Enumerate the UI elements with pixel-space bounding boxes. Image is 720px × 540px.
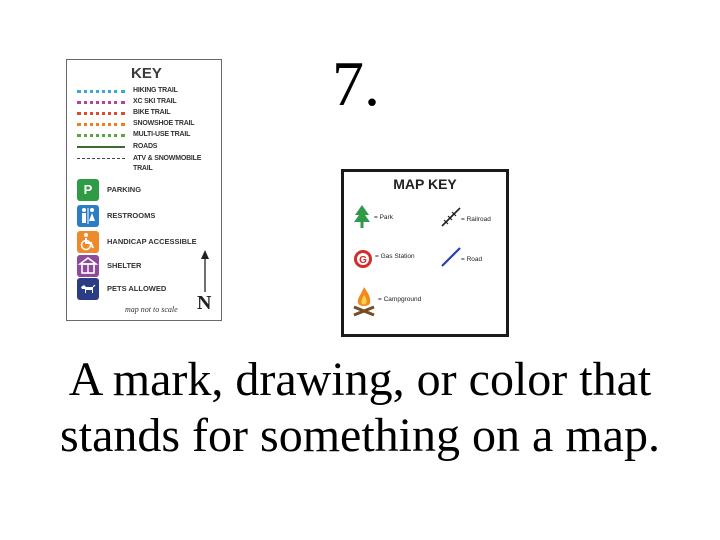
map-key-label: = Road: [461, 256, 483, 263]
scale-note: map not to scale: [125, 305, 178, 314]
legend-atv-snowmobile-trail: ATV & SNOWMOBILE TRAIL: [77, 154, 217, 174]
map-key-label: = Gas Station: [375, 253, 415, 260]
map-key-road: = Road: [441, 247, 482, 272]
legend-roads: ROADS: [77, 142, 217, 152]
legend-title: KEY: [131, 65, 162, 82]
map-key-label: = Railroad: [461, 216, 491, 223]
legend-xc-ski-trail: XC SKI TRAIL: [77, 97, 217, 107]
legend-label: HIKING TRAIL: [133, 87, 178, 94]
atv-trail-line: [77, 158, 125, 159]
campfire-icon: [353, 287, 375, 317]
legend-label: SNOWSHOE TRAIL: [133, 120, 195, 127]
trail-legend-card: KEY HIKING TRAIL XC SKI TRAIL BIKE TRAIL…: [66, 59, 222, 321]
legend-label: XC SKI TRAIL: [133, 98, 177, 105]
gas-station-icon: G: [354, 250, 372, 268]
roads-line: [77, 146, 125, 148]
multi-use-trail-line: [77, 134, 125, 137]
railroad-icon: [441, 207, 461, 227]
wheelchair-icon: [77, 231, 99, 253]
legend-label: PARKING: [107, 185, 142, 194]
definition-text: A mark, drawing, or color that stands fo…: [60, 353, 660, 462]
restroom-icon: [77, 205, 99, 227]
legend-label: RESTROOMS: [107, 211, 156, 220]
legend-label-continued: TRAIL: [133, 165, 153, 172]
map-key-label: = Campground: [378, 296, 422, 303]
legend-label: HANDICAP ACCESSIBLE: [107, 237, 197, 246]
legend-multi-use-trail: MULTI-USE TRAIL: [77, 130, 217, 140]
bike-trail-line: [77, 112, 125, 115]
map-key-gas-station: G = Gas Station: [353, 249, 415, 274]
slide-number: 7.: [332, 48, 380, 119]
hiking-trail-line: [77, 90, 125, 93]
legend-snowshoe-trail: SNOWSHOE TRAIL: [77, 119, 217, 129]
xc-ski-trail-line: [77, 101, 125, 104]
legend-label: MULTI-USE TRAIL: [133, 131, 191, 138]
legend-parking: P PARKING: [77, 179, 217, 201]
road-icon: [441, 247, 461, 267]
map-key-park: = Park: [354, 205, 393, 234]
legend-pets-allowed: PETS ALLOWED: [77, 278, 217, 300]
map-key-railroad: = Railroad: [441, 207, 491, 232]
legend-label: BIKE TRAIL: [133, 109, 171, 116]
map-key-label: = Park: [374, 214, 393, 221]
parking-icon: P: [77, 179, 99, 201]
north-label: N: [197, 292, 212, 314]
legend-shelter: SHELTER: [77, 255, 217, 277]
pet-icon: [77, 278, 99, 300]
map-key-card: MAP KEY = Park = Railroad G = Gas Statio…: [341, 169, 509, 337]
legend-label: ROADS: [133, 143, 158, 150]
legend-label: PETS ALLOWED: [107, 284, 167, 293]
shelter-icon: [77, 255, 99, 277]
legend-restrooms: RESTROOMS: [77, 205, 217, 227]
snowshoe-trail-line: [77, 123, 125, 126]
tree-icon: [354, 205, 370, 228]
legend-bike-trail: BIKE TRAIL: [77, 108, 217, 118]
legend-label: SHELTER: [107, 261, 142, 270]
north-arrow-icon: [201, 250, 209, 292]
map-key-campground: = Campground: [352, 285, 421, 322]
legend-handicap-accessible: HANDICAP ACCESSIBLE: [77, 231, 217, 253]
svg-text:G: G: [359, 255, 367, 266]
legend-label: ATV & SNOWMOBILE: [133, 155, 202, 162]
map-key-title: MAP KEY: [393, 176, 457, 192]
legend-hiking-trail: HIKING TRAIL: [77, 86, 217, 96]
